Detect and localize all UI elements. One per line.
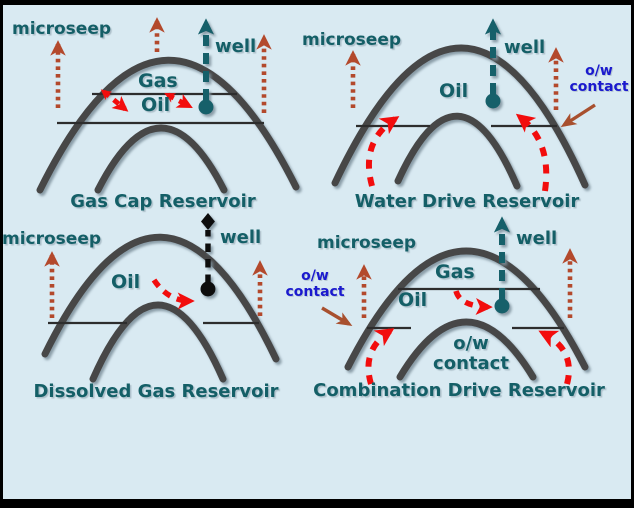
water-drive-arrow-icon [365, 328, 395, 385]
dissolved-gas-inner-arc [89, 301, 227, 383]
gas-cap-title: Gas Cap Reservoir [70, 191, 256, 212]
gas-expansion-arrow-icon [453, 290, 493, 316]
combination-inner-arc [396, 318, 537, 381]
water-drive-title: Water Drive Reservoir [354, 191, 580, 212]
microseep-label: microseep [12, 19, 112, 39]
well-label: well [516, 228, 558, 249]
well-label: well [504, 37, 546, 58]
water-drive-outer-arc [331, 44, 589, 189]
well-icon [200, 213, 216, 297]
gas-cap-inner-arc [94, 124, 228, 194]
dissolved-gas-title: Dissolved Gas Reservoir [33, 381, 279, 402]
gas-zone-label: Gas [138, 70, 178, 92]
well-label: well [220, 227, 262, 248]
gas-cap-outer-arc [36, 56, 300, 194]
gas-expansion-arrow-icon [100, 89, 129, 112]
well-bottom-ball [198, 99, 214, 115]
oil-zone-label: Oil [439, 80, 469, 102]
microseep-label: microseep [302, 30, 402, 50]
ow-contact-inner-label: o/w contact [433, 333, 509, 375]
well-bottom-ball [494, 298, 510, 314]
microseep-label: microseep [2, 229, 102, 249]
dissolved-gas-diagram-shapes [41, 213, 280, 383]
ow-contact-label: o/w contact [285, 268, 345, 300]
oil-zone-label: Oil [141, 94, 171, 116]
gas-zone-label: Gas [435, 261, 475, 283]
combination-drive-title: Combination Drive Reservoir [313, 380, 605, 401]
combination-outer-arc [344, 247, 589, 371]
well-label: well [215, 36, 257, 57]
combination-drive-diagram-shapes [321, 216, 589, 385]
ow-contact-pointer-arrow-icon [321, 306, 353, 326]
water-drive-arrow-icon [538, 330, 572, 385]
gas-expansion-arrow-icon [164, 92, 193, 109]
well-icon [197, 18, 215, 115]
water-drive-diagram-shapes [331, 18, 596, 192]
gas-cap-diagram-shapes [36, 17, 300, 194]
ow-contact-label: o/w contact [569, 63, 629, 95]
well-bottom-ball [485, 93, 501, 109]
well-top-diamond [201, 213, 215, 230]
oil-zone-label: Oil [111, 271, 141, 293]
ow-contact-pointer-arrow-icon [560, 103, 596, 128]
oil-flow-arrow-icon [151, 278, 195, 310]
oil-zone-label: Oil [398, 289, 428, 311]
microseep-label: microseep [317, 233, 417, 253]
well-icon [484, 18, 502, 109]
well-icon [493, 216, 511, 314]
water-drive-arrow-icon [366, 116, 400, 187]
dissolved-gas-outer-arc [41, 233, 280, 363]
water-drive-arrow-icon [515, 113, 550, 192]
well-bottom-ball [200, 281, 216, 297]
water-drive-inner-arc [394, 112, 521, 190]
